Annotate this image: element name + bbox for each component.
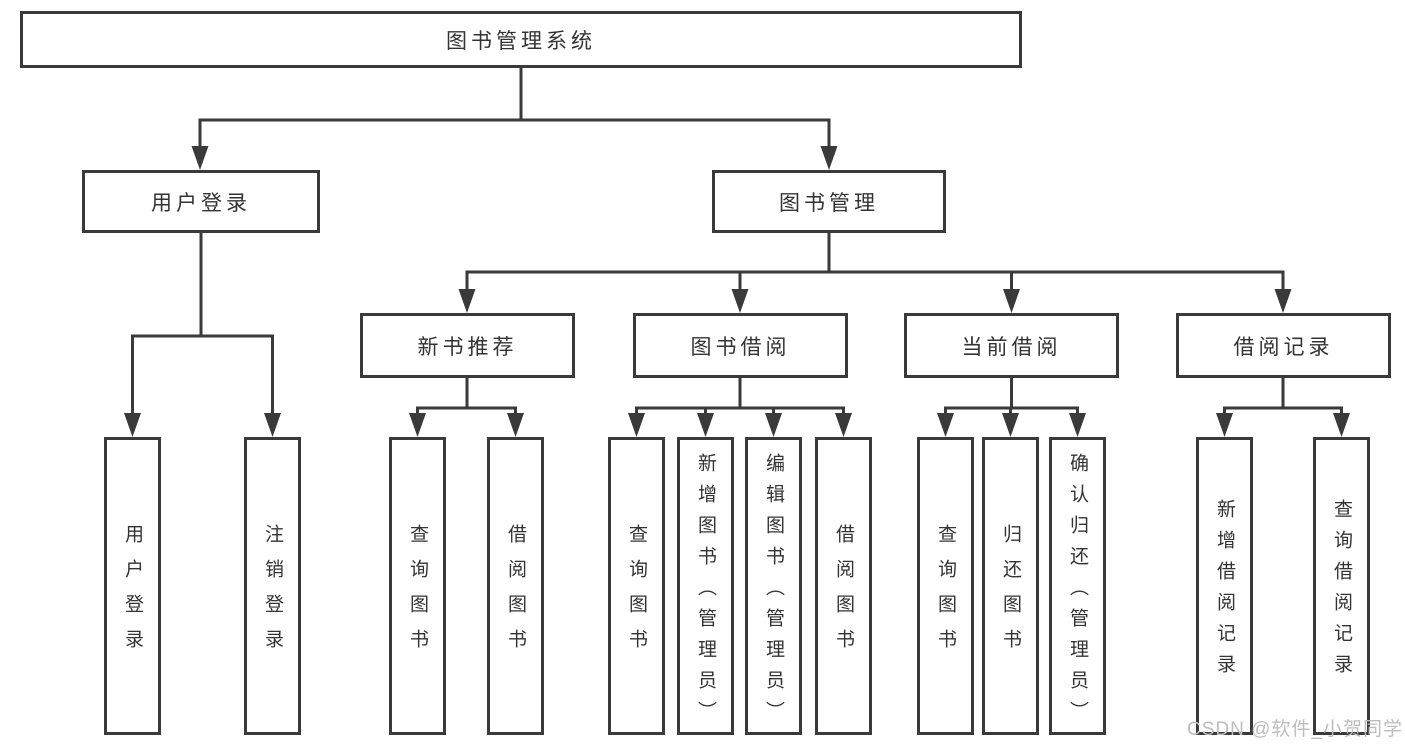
node-current-borrow: 当前借阅 xyxy=(904,313,1119,378)
leaf-edit-book-admin: 编辑图书（管理员） xyxy=(745,437,802,735)
node-book-borrow: 图书借阅 xyxy=(633,313,848,378)
node-book-borrow-label: 图书借阅 xyxy=(690,335,791,359)
leaf-query-borrow-record-label: 查询借阅记录 xyxy=(1331,499,1352,685)
node-book-management-label: 图书管理 xyxy=(779,191,879,215)
leaf-borrow-query-book: 查询图书 xyxy=(608,437,665,735)
leaf-add-borrow-record-label: 新增借阅记录 xyxy=(1214,499,1235,685)
leaf-logout-label: 注销登录 xyxy=(262,524,283,664)
leaf-user-login: 用户登录 xyxy=(104,437,161,735)
node-current-borrow-label: 当前借阅 xyxy=(961,335,1062,359)
node-user-login: 用户登录 xyxy=(82,170,320,233)
leaf-confirm-return-admin: 确认归还（管理员） xyxy=(1049,437,1106,735)
node-user-login-label: 用户登录 xyxy=(151,191,251,215)
csdn-watermark: CSDN @软件_小贺同学 xyxy=(1187,719,1403,740)
leaf-logout: 注销登录 xyxy=(244,437,301,735)
leaf-query-borrow-record: 查询借阅记录 xyxy=(1313,437,1370,735)
leaf-newrec-borrow-book-label: 借阅图书 xyxy=(505,524,526,664)
leaf-borrow-borrow-book-label: 借阅图书 xyxy=(833,524,854,664)
node-borrow-records-label: 借阅记录 xyxy=(1233,335,1334,359)
node-book-management: 图书管理 xyxy=(712,170,946,233)
leaf-add-borrow-record: 新增借阅记录 xyxy=(1196,437,1253,735)
node-root: 图书管理系统 xyxy=(20,11,1022,68)
leaf-return-book: 归还图书 xyxy=(982,437,1039,735)
leaf-current-query-book-label: 查询图书 xyxy=(935,524,956,664)
leaf-current-query-book: 查询图书 xyxy=(917,437,974,735)
leaf-return-book-label: 归还图书 xyxy=(1000,524,1021,664)
leaf-user-login-label: 用户登录 xyxy=(122,524,143,664)
node-new-book-recommend: 新书推荐 xyxy=(360,313,575,378)
leaf-borrow-query-book-label: 查询图书 xyxy=(626,524,647,664)
leaf-add-book-admin: 新增图书（管理员） xyxy=(677,437,734,735)
leaf-confirm-return-admin-label: 确认归还（管理员） xyxy=(1067,452,1088,732)
node-root-label: 图书管理系统 xyxy=(446,29,596,53)
node-borrow-records: 借阅记录 xyxy=(1176,313,1391,378)
leaf-newrec-query-book-label: 查询图书 xyxy=(407,524,428,664)
leaf-add-book-admin-label: 新增图书（管理员） xyxy=(695,452,716,732)
leaf-borrow-borrow-book: 借阅图书 xyxy=(815,437,872,735)
leaf-newrec-query-book: 查询图书 xyxy=(389,437,446,735)
leaf-edit-book-admin-label: 编辑图书（管理员） xyxy=(763,452,784,732)
leaf-newrec-borrow-book: 借阅图书 xyxy=(487,437,544,735)
node-new-book-recommend-label: 新书推荐 xyxy=(417,335,518,359)
